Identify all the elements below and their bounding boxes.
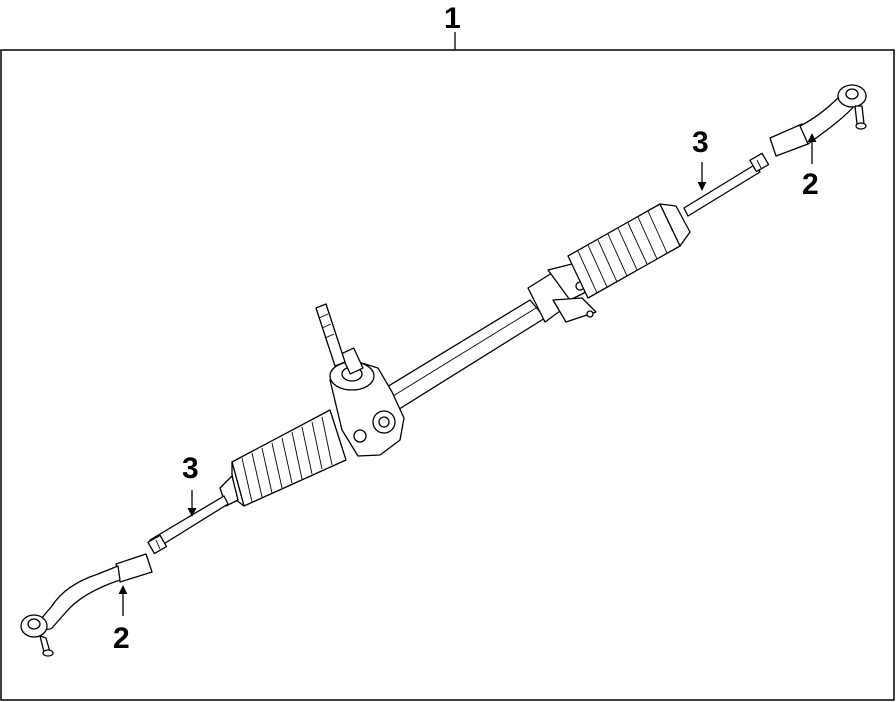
right-tie-rod-end (769, 84, 867, 157)
callout-2-left: 2 (113, 585, 130, 655)
callout-3-left-label: 3 (182, 452, 199, 485)
callout-2-right-label: 2 (802, 168, 819, 201)
left-tie-rod-end (20, 553, 153, 657)
left-boot (219, 409, 347, 507)
right-inner-tie-rod (683, 152, 770, 217)
callout-3-left: 3 (182, 452, 199, 517)
diagram-frame (0, 49, 895, 701)
right-boot (567, 203, 691, 299)
rack-housing (371, 261, 597, 417)
callout-1-label: 1 (444, 2, 461, 35)
callout-3-right: 3 (692, 126, 709, 191)
callout-2-left-label: 2 (113, 622, 130, 655)
left-inner-tie-rod (147, 495, 229, 555)
callout-2-right: 2 (802, 133, 819, 201)
pinion-housing (315, 303, 405, 457)
callout-3-right-label: 3 (692, 126, 709, 159)
